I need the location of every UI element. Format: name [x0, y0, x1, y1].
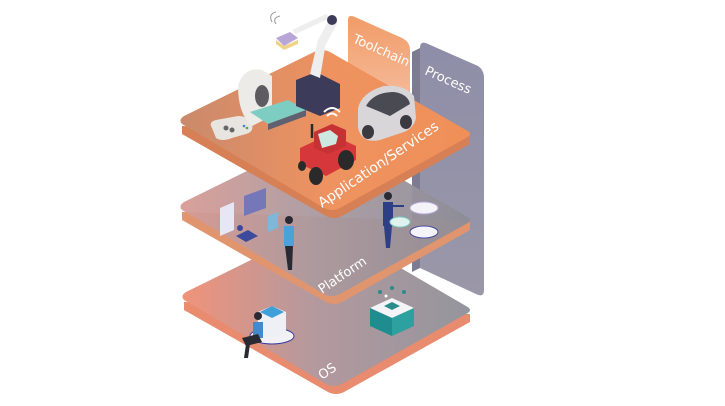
tractor-icon	[298, 107, 356, 185]
person-with-laptop-icon	[242, 312, 263, 358]
autonomous-car-icon	[358, 85, 416, 141]
chip-server-icon	[370, 286, 414, 336]
screens-workstation-icon	[220, 188, 278, 242]
robot-arm-icon	[270, 11, 340, 116]
data-discs-icon	[389, 201, 439, 239]
game-controller-icon	[210, 116, 253, 140]
wifi-icon	[323, 107, 341, 113]
mri-scanner-icon	[238, 69, 306, 130]
person-with-screens-icon	[284, 216, 294, 270]
